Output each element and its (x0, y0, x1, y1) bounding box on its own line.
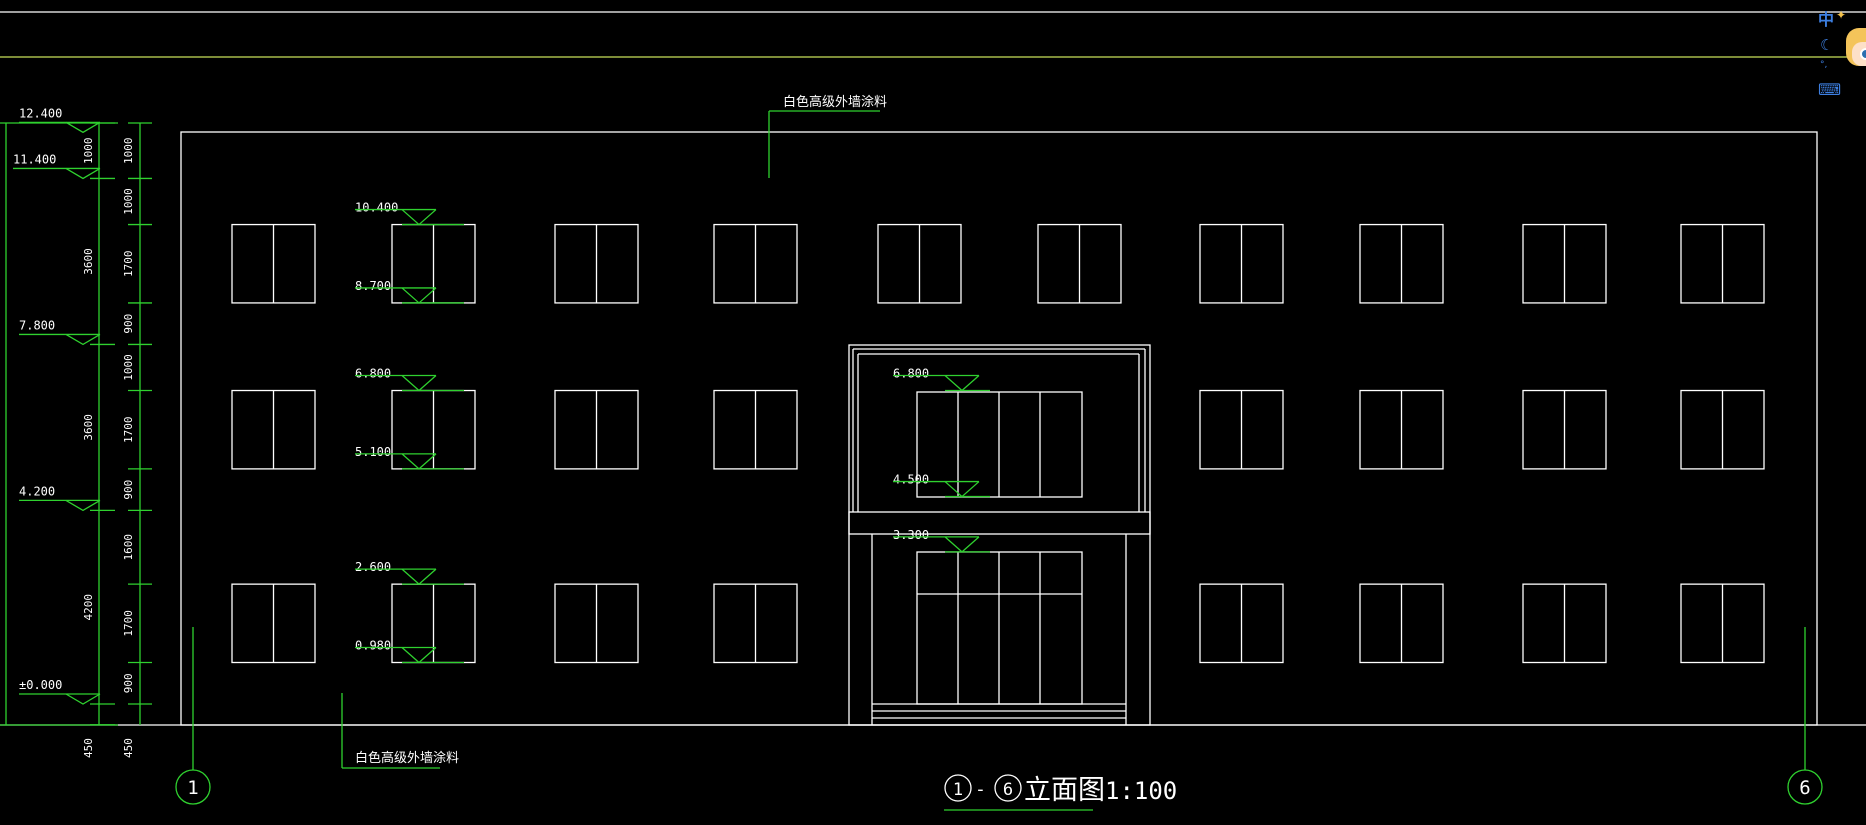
level-triangle (65, 333, 101, 346)
level-triangle (65, 121, 101, 134)
elevation-triangle (944, 481, 980, 498)
dimension-text: 1700 (122, 610, 135, 637)
material-note-top: 白色高级外墙涂料 (783, 94, 887, 110)
elevation-triangle (944, 375, 980, 392)
dimension-text: 900 (122, 480, 135, 500)
sparkle-icon: ✦ (1836, 8, 1847, 22)
dimension-text: 1000 (82, 137, 95, 164)
material-note-bottom: 白色高级外墙涂料 (355, 750, 459, 766)
ime-toolbar[interactable]: 中 ✦ ☾ °, ⌨ (1818, 6, 1866, 106)
level-label: 4.200 (19, 484, 55, 498)
level-triangle (65, 167, 101, 180)
dimension-text: 1700 (122, 416, 135, 443)
axis-bubble-1 (175, 769, 211, 805)
elevation-triangle (944, 536, 980, 553)
title-dash: - (975, 779, 986, 800)
elevation-label: 6.800 (893, 367, 929, 381)
moon-icon[interactable]: ☾ (1820, 36, 1834, 54)
title-axis-end: 6 (1003, 780, 1013, 800)
dimension-text: 1700 (122, 250, 135, 277)
dimension-text: 450 (122, 738, 135, 758)
entrance-frame-outer (848, 344, 1151, 726)
elevation-label: 6.800 (355, 367, 391, 381)
drawing-scale: 1:100 (1105, 777, 1177, 805)
ime-mode-toggle[interactable]: 中 (1818, 10, 1835, 29)
mascot-icon[interactable] (1846, 28, 1866, 66)
elevation-label: 2.600 (355, 560, 391, 574)
elevation-label: 0.980 (355, 639, 391, 653)
level-triangle (65, 693, 101, 705)
elevation-triangle (401, 375, 437, 392)
elevation-triangle (401, 568, 437, 586)
level-label: 7.800 (19, 318, 55, 332)
elevation-label: 4.500 (893, 473, 929, 487)
dimension-text: 450 (82, 738, 95, 758)
elevation-triangle (401, 209, 437, 226)
title-axis-circle-end (994, 774, 1022, 802)
level-label: ±0.000 (19, 678, 62, 692)
dimension-text: 3600 (82, 248, 95, 275)
dimension-text: 1000 (122, 354, 135, 381)
elevation-triangle (401, 647, 437, 664)
axis-label-6: 6 (1799, 777, 1810, 799)
title-axis-circle-start (944, 774, 972, 802)
dimension-text: 1000 (122, 137, 135, 164)
elevation-label: 8.700 (355, 279, 391, 293)
elevation-label: 10.400 (355, 201, 398, 215)
dimension-text: 3600 (82, 414, 95, 441)
level-label: 12.400 (19, 106, 62, 120)
dimension-text: 900 (122, 673, 135, 693)
level-label: 11.400 (13, 152, 56, 166)
elevation-triangle (401, 287, 437, 304)
keyboard-icon[interactable]: ⌨ (1818, 80, 1842, 99)
drawing-title: 立面图 (1024, 775, 1105, 806)
axis-label-1: 1 (187, 777, 198, 799)
dimension-text: 1600 (122, 534, 135, 561)
elevation-triangle (401, 453, 437, 470)
dimension-text: 4200 (82, 594, 95, 621)
dimension-text: 900 (122, 314, 135, 334)
title-axis-start: 1 (953, 780, 963, 800)
level-triangle (65, 499, 101, 512)
elevation-label: 5.100 (355, 445, 391, 459)
axis-bubble-6 (1787, 769, 1823, 805)
dimension-text: 1000 (122, 188, 135, 215)
elevation-label: 3.300 (893, 528, 929, 542)
entrance-canopy (848, 511, 1151, 535)
punctuation-icon[interactable]: °, (1820, 60, 1828, 70)
